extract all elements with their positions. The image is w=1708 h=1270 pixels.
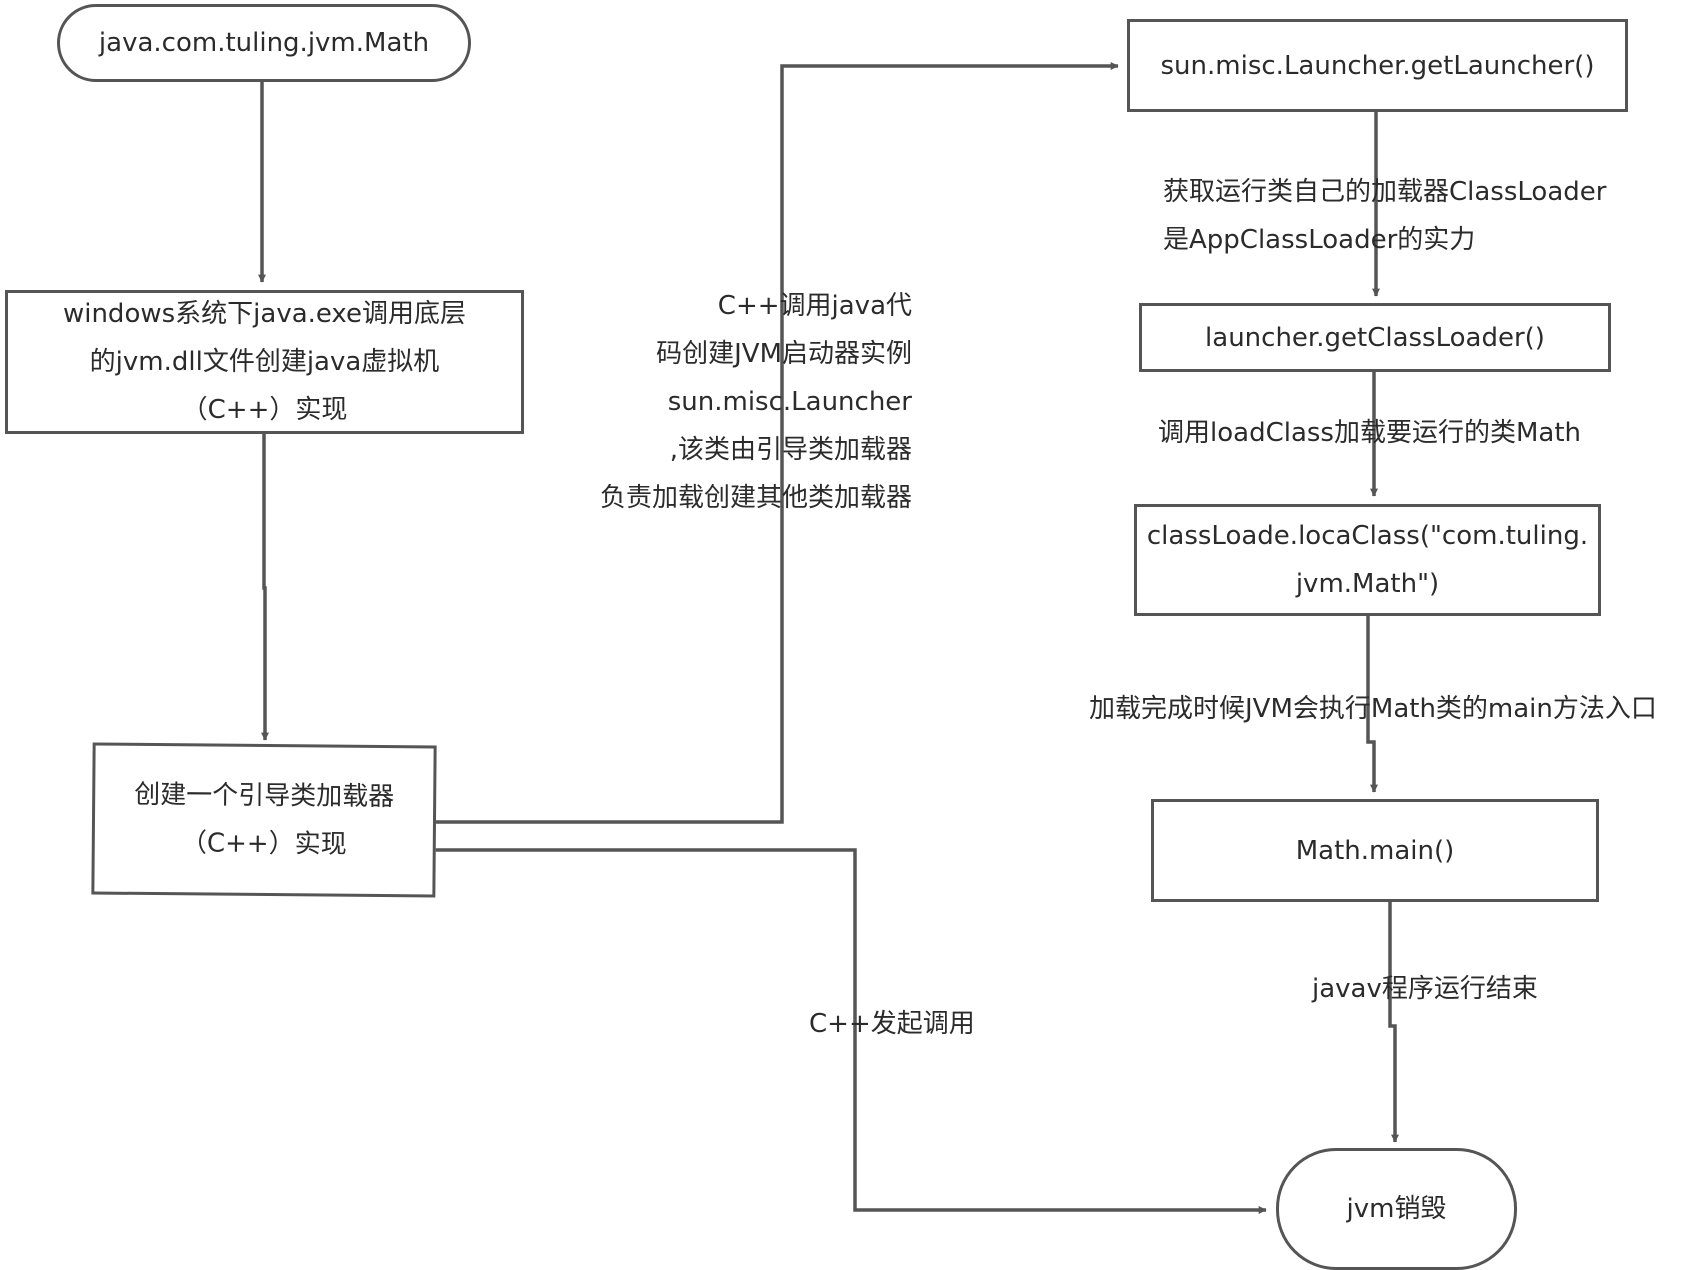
load-complete-text: 加载完成时候JVM会执行Math类的main方法入口 — [1089, 694, 1657, 724]
bootstrap-loader-node: 创建一个引导类加载器 （C++）实现 — [91, 742, 437, 898]
edge-bootstrap-to-launcher — [434, 62, 1119, 824]
cpp-initiate-text: C++发起调用 — [809, 1009, 975, 1039]
bootstrap-loader-line-1: 创建一个引导类加载器 — [134, 779, 395, 813]
get-launcher-node: sun.misc.Launcher.getLauncher() — [1127, 19, 1628, 112]
edge-label-program-end: javav程序运行结束 — [1312, 965, 1538, 1013]
cpp-calls-java-line-2: 码创建JVM启动器实例 — [656, 339, 912, 369]
edge-loadclass-to-main — [1366, 616, 1378, 793]
get-launcher-label: sun.misc.Launcher.getLauncher() — [1160, 50, 1595, 81]
edge-windows-to-bootstrap — [261, 434, 269, 741]
cpp-calls-java-line-1: C++调用java代 — [717, 291, 912, 321]
edge-label-get-app-loader: 获取运行类自己的加载器ClassLoader 是AppClassLoader的实… — [1163, 168, 1606, 264]
cpp-calls-java-line-4: ,该类由引导类加载器 — [669, 435, 912, 465]
edge-bootstrap-to-end — [434, 848, 1267, 1214]
start-node-label: java.com.tuling.jvm.Math — [98, 28, 430, 58]
end-node-label: jvm销毁 — [1346, 1194, 1447, 1224]
windows-exe-line-1: windows系统下java.exe调用底层 — [62, 299, 467, 329]
get-class-loader-label: launcher.getClassLoader() — [1205, 322, 1545, 353]
cpp-calls-java-line-5: 负责加载创建其他类加载器 — [599, 483, 912, 513]
edge-label-call-load-class: 调用loadClass加载要运行的类Math — [1158, 409, 1581, 457]
windows-exe-node: windows系统下java.exe调用底层 的jvm.dll文件创建java虚… — [5, 290, 524, 434]
get-class-loader-node: launcher.getClassLoader() — [1139, 303, 1611, 372]
program-end-text: javav程序运行结束 — [1312, 974, 1538, 1004]
start-node: java.com.tuling.jvm.Math — [57, 4, 471, 82]
load-class-line-1: classLoade.locaClass("com.tuling. — [1146, 521, 1589, 551]
load-class-line-2: jvm.Math") — [1295, 569, 1440, 599]
math-main-label: Math.main() — [1295, 835, 1455, 866]
get-app-loader-line-2: 是AppClassLoader的实力 — [1163, 225, 1476, 255]
math-main-node: Math.main() — [1151, 799, 1599, 902]
windows-exe-line-3: （C++）实现 — [181, 395, 348, 425]
get-app-loader-line-1: 获取运行类自己的加载器ClassLoader — [1163, 177, 1607, 207]
cpp-calls-java-line-3: sun.misc.Launcher — [667, 387, 912, 417]
load-class-node: classLoade.locaClass("com.tuling. jvm.Ma… — [1134, 504, 1601, 616]
edge-label-load-complete: 加载完成时候JVM会执行Math类的main方法入口 — [1089, 685, 1657, 733]
bootstrap-loader-line-2: （C++）实现 — [180, 828, 347, 860]
edge-main-to-end — [1388, 902, 1399, 1143]
edge-label-cpp-initiate: C++发起调用 — [809, 1000, 975, 1048]
windows-exe-line-2: 的jvm.dll文件创建java虚拟机 — [89, 347, 440, 377]
call-load-class-text: 调用loadClass加载要运行的类Math — [1158, 418, 1582, 448]
edge-label-cpp-calls-java: C++调用java代 码创建JVM启动器实例 sun.misc.Launcher… — [560, 282, 912, 522]
end-node: jvm销毁 — [1276, 1148, 1517, 1270]
